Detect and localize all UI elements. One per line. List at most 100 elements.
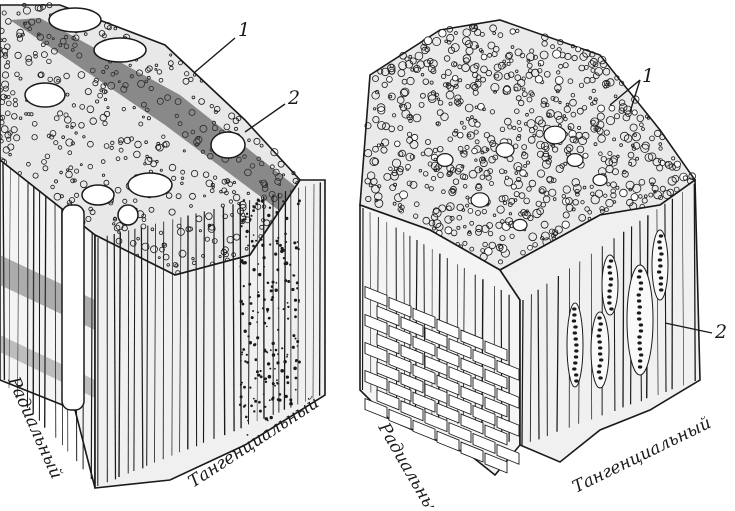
pit xyxy=(247,335,249,337)
pit xyxy=(257,312,259,314)
pore xyxy=(632,110,637,115)
pit xyxy=(240,260,243,263)
vessel xyxy=(593,174,607,185)
pit xyxy=(243,386,246,389)
pit xyxy=(297,241,299,243)
pit xyxy=(253,410,255,412)
pit xyxy=(245,216,247,218)
ray-cell-dot xyxy=(607,295,611,298)
pit xyxy=(271,285,274,288)
pit xyxy=(274,253,277,256)
right-wood-block xyxy=(360,20,700,475)
pit xyxy=(296,340,299,343)
pore xyxy=(387,77,393,83)
right-label-2: 2 xyxy=(714,321,727,343)
pore xyxy=(466,117,469,120)
ray-cell-dot xyxy=(607,265,611,268)
ray-cell-dot xyxy=(609,307,613,310)
ray-cell-dot xyxy=(657,240,661,243)
pit xyxy=(254,377,256,379)
pit xyxy=(295,338,297,340)
ray-cell-dot xyxy=(637,275,641,278)
pit xyxy=(241,312,244,315)
pit xyxy=(283,360,286,363)
pit xyxy=(292,334,295,337)
pit xyxy=(251,240,254,243)
pore xyxy=(424,37,432,45)
pit xyxy=(298,248,300,250)
pit xyxy=(239,404,242,407)
ray-cell-dot xyxy=(597,316,601,319)
ray-cell-dot xyxy=(659,282,663,285)
pore xyxy=(620,189,628,197)
pit xyxy=(291,288,294,291)
pore xyxy=(439,30,446,37)
ray-cell-dot xyxy=(574,355,578,358)
vessel xyxy=(496,143,514,157)
pore xyxy=(400,191,408,199)
ray-cell-dot xyxy=(637,311,641,314)
pit xyxy=(254,343,256,345)
pore xyxy=(505,176,508,179)
ray-cell-dot xyxy=(573,325,577,328)
pit xyxy=(277,398,280,401)
pit xyxy=(275,240,278,243)
pit xyxy=(287,381,290,384)
pit xyxy=(249,387,251,389)
ray-cell-dot xyxy=(639,353,643,356)
pit xyxy=(258,401,261,404)
ray-cell-dot xyxy=(637,317,641,320)
pit xyxy=(260,375,263,378)
pit xyxy=(258,291,260,293)
pit xyxy=(262,307,264,309)
fiber xyxy=(163,222,164,460)
pit xyxy=(276,379,278,381)
pit xyxy=(245,236,247,238)
pit xyxy=(261,244,264,247)
ray-cell-dot xyxy=(597,340,601,343)
ray-cell-dot xyxy=(657,270,661,273)
ray-cell-dot xyxy=(639,281,643,284)
ray-cell-dot xyxy=(572,367,576,370)
pit xyxy=(256,336,259,339)
ray-cell-dot xyxy=(609,259,613,262)
pit xyxy=(250,215,252,217)
pit xyxy=(284,233,287,236)
pit xyxy=(277,353,279,355)
pit xyxy=(252,245,255,248)
pore xyxy=(507,62,510,65)
pore xyxy=(583,153,588,158)
ray-cell-dot xyxy=(574,349,578,352)
vessel xyxy=(567,154,583,167)
pit xyxy=(257,374,260,377)
right-label-1: 1 xyxy=(642,65,654,87)
pit xyxy=(294,299,297,302)
pit xyxy=(242,348,245,351)
pit xyxy=(287,318,289,320)
pit xyxy=(280,250,283,253)
pit xyxy=(298,301,300,303)
ray-cell-dot xyxy=(659,288,663,291)
pit xyxy=(263,256,266,259)
pit xyxy=(252,205,255,208)
vessel xyxy=(471,193,489,207)
ray-cell-dot xyxy=(574,373,578,376)
pit xyxy=(269,399,271,401)
ray-cell-dot xyxy=(574,379,578,382)
pit xyxy=(251,316,254,319)
pit xyxy=(272,396,275,399)
pit xyxy=(294,315,297,318)
pit xyxy=(243,199,245,201)
pit xyxy=(287,302,289,304)
pit xyxy=(249,296,251,298)
pit xyxy=(263,298,266,301)
pore xyxy=(395,141,401,147)
ray-cell-dot xyxy=(598,346,602,349)
ray-cell-dot xyxy=(598,376,602,379)
pit xyxy=(276,282,278,284)
pit xyxy=(255,240,257,242)
ray-cell-dot xyxy=(599,322,603,325)
pit xyxy=(293,367,297,371)
ray-cell-dot xyxy=(608,283,612,286)
